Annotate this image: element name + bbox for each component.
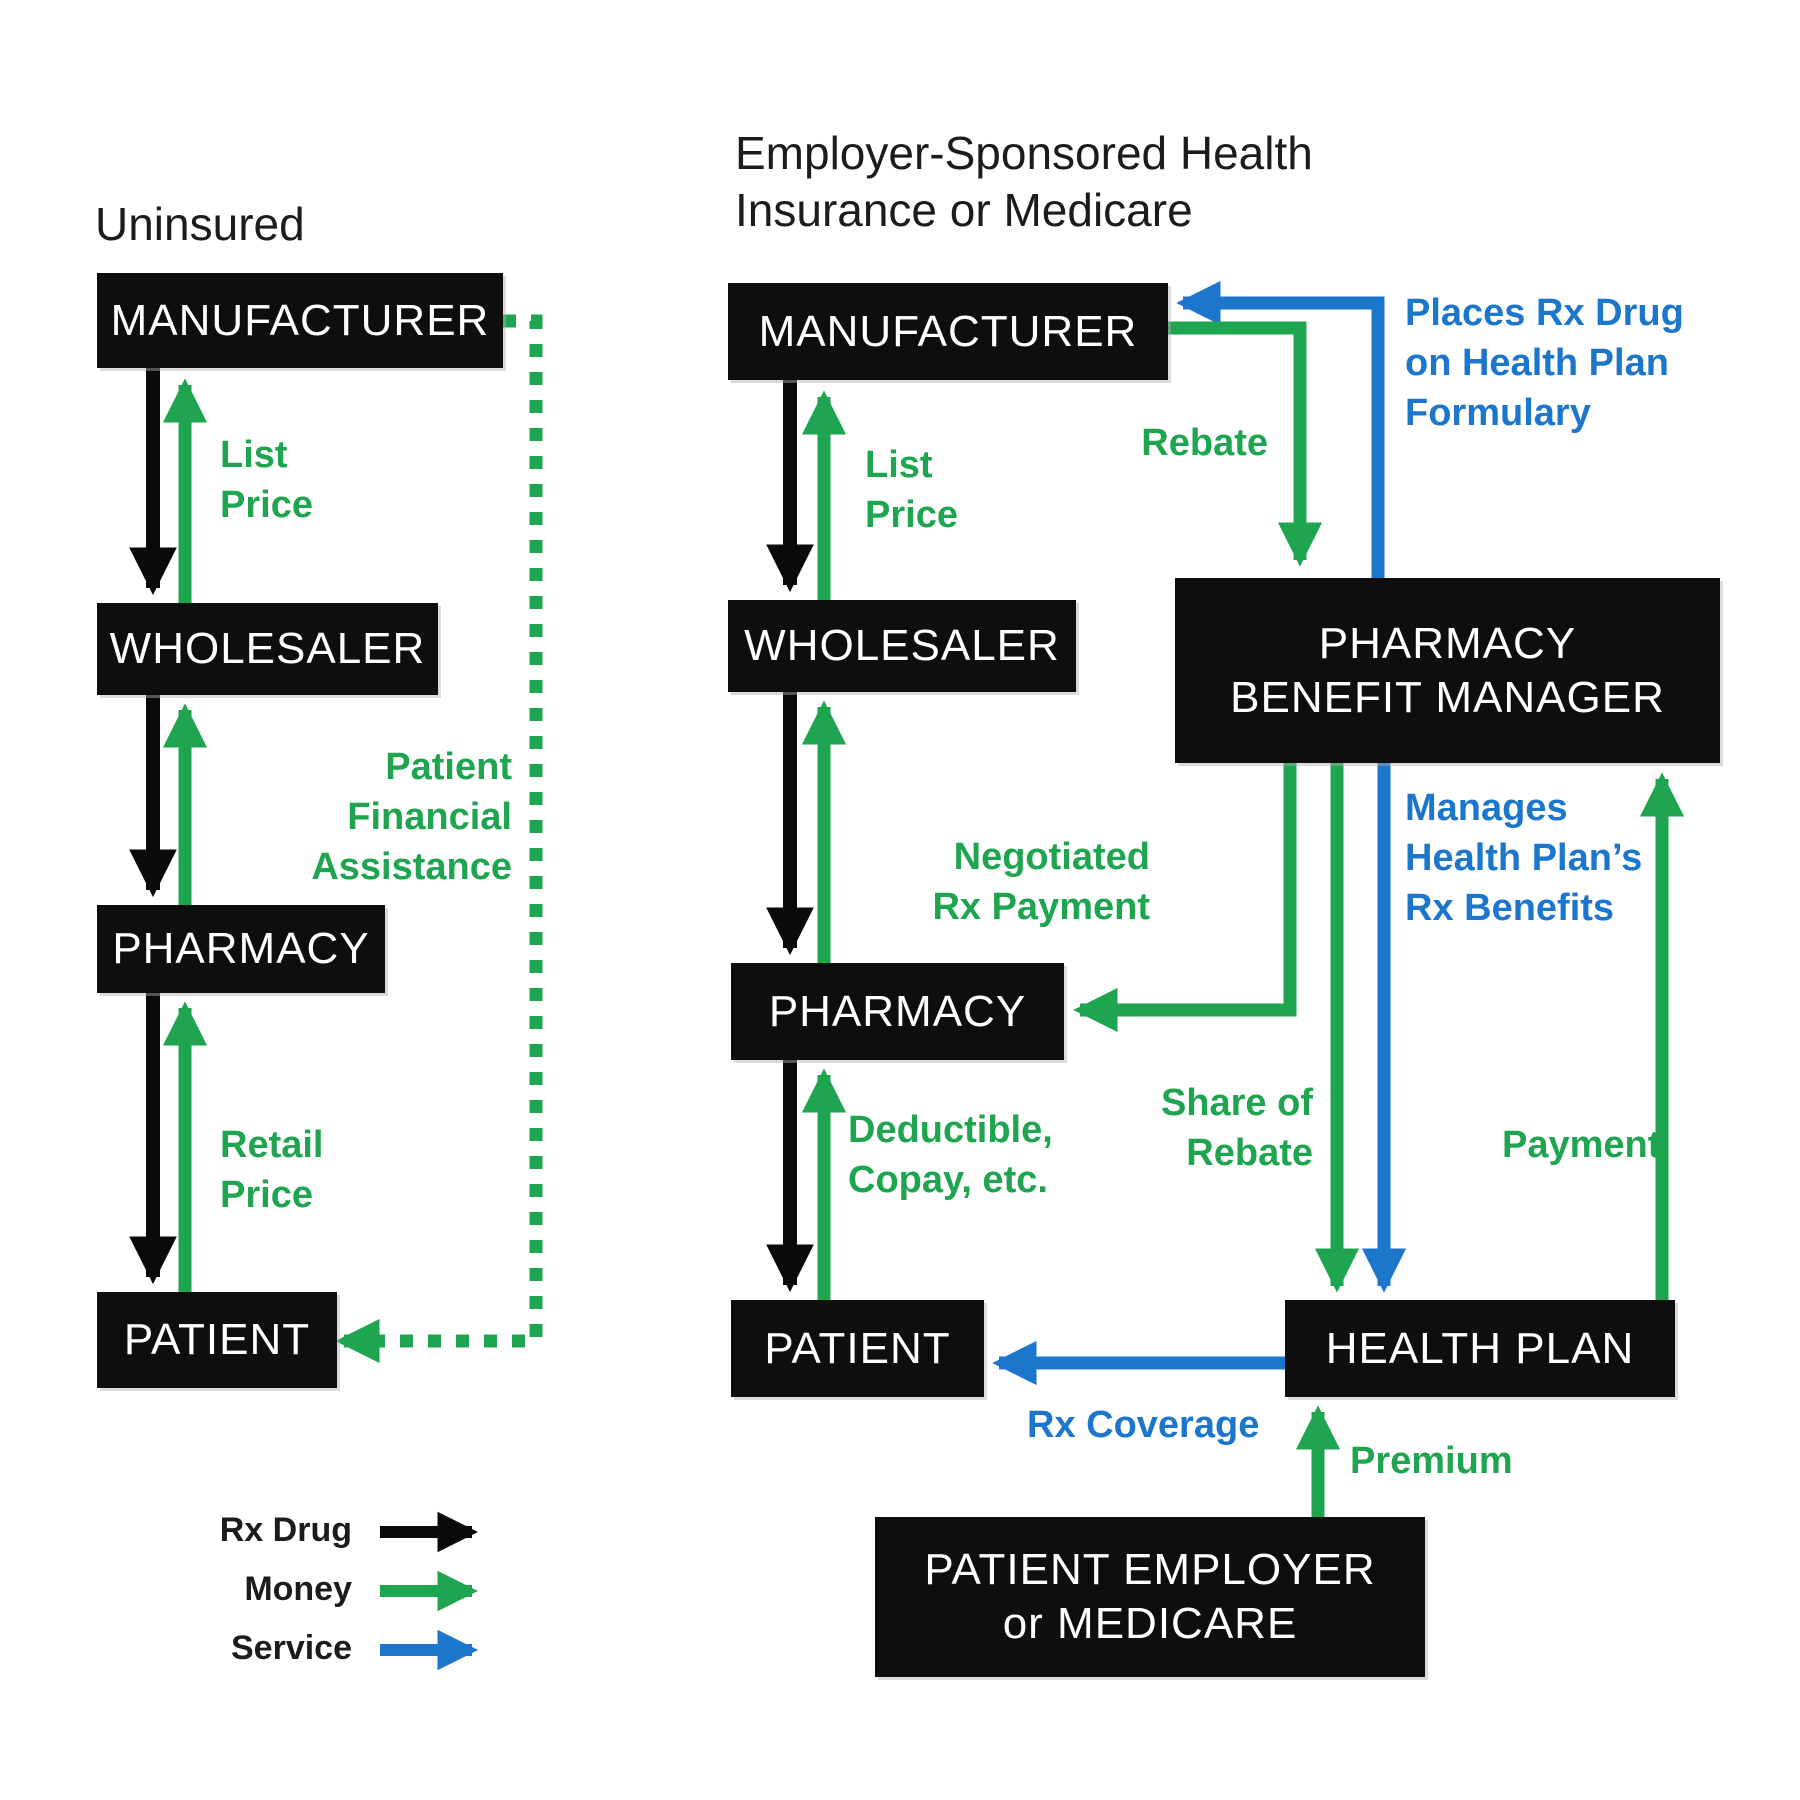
label-payment: Payment xyxy=(1502,1124,1661,1166)
node-wholesaler-insured: WHOLESALER xyxy=(728,600,1076,692)
legend-label-money: Money xyxy=(244,1570,352,1608)
node-wholesaler-uninsured: WHOLESALER xyxy=(97,603,438,695)
node-pharmacy-uninsured: PHARMACY xyxy=(97,905,385,993)
node-pharmacy-insured: PHARMACY xyxy=(731,963,1064,1060)
label-retail-price: Retail Price xyxy=(220,1124,324,1217)
label-places-rx-drug-formulary: Places Rx Drug on Health Plan Formulary xyxy=(1405,292,1684,435)
node-patient-insured: PATIENT xyxy=(731,1300,984,1397)
node-pharmacy-benefit-manager: PHARMACY BENEFIT MANAGER xyxy=(1175,578,1720,763)
insured-column-title: Employer-Sponsored Health Insurance or M… xyxy=(735,127,1313,237)
legend-label-service: Service xyxy=(231,1629,352,1667)
uninsured-column-title: Uninsured xyxy=(95,198,305,250)
label-negotiated-rx-payment: Negotiated Rx Payment xyxy=(932,836,1150,929)
label-premium: Premium xyxy=(1350,1440,1513,1482)
label-share-of-rebate: Share of Rebate xyxy=(1160,1082,1313,1175)
label-list-price-uninsured: List Price xyxy=(220,434,313,527)
label-rx-coverage: Rx Coverage xyxy=(1027,1404,1260,1446)
node-health-plan: HEALTH PLAN xyxy=(1285,1300,1675,1397)
node-patient-employer-or-medicare: PATIENT EMPLOYER or MEDICARE xyxy=(875,1517,1425,1677)
label-list-price-insured: List Price xyxy=(865,444,958,537)
node-manufacturer-insured: MANUFACTURER xyxy=(728,283,1168,380)
legend-label-rx-drug: Rx Drug xyxy=(219,1511,352,1549)
node-patient-uninsured: PATIENT xyxy=(97,1292,337,1388)
label-rebate: Rebate xyxy=(1141,422,1268,464)
label-patient-financial-assistance: Patient Financial Assistance xyxy=(311,746,512,889)
node-manufacturer-uninsured: MANUFACTURER xyxy=(97,273,503,368)
label-manages-health-plan-benefits: Manages Health Plan’s Rx Benefits xyxy=(1405,787,1643,930)
label-deductible-copay: Deductible, Copay, etc. xyxy=(848,1109,1053,1202)
